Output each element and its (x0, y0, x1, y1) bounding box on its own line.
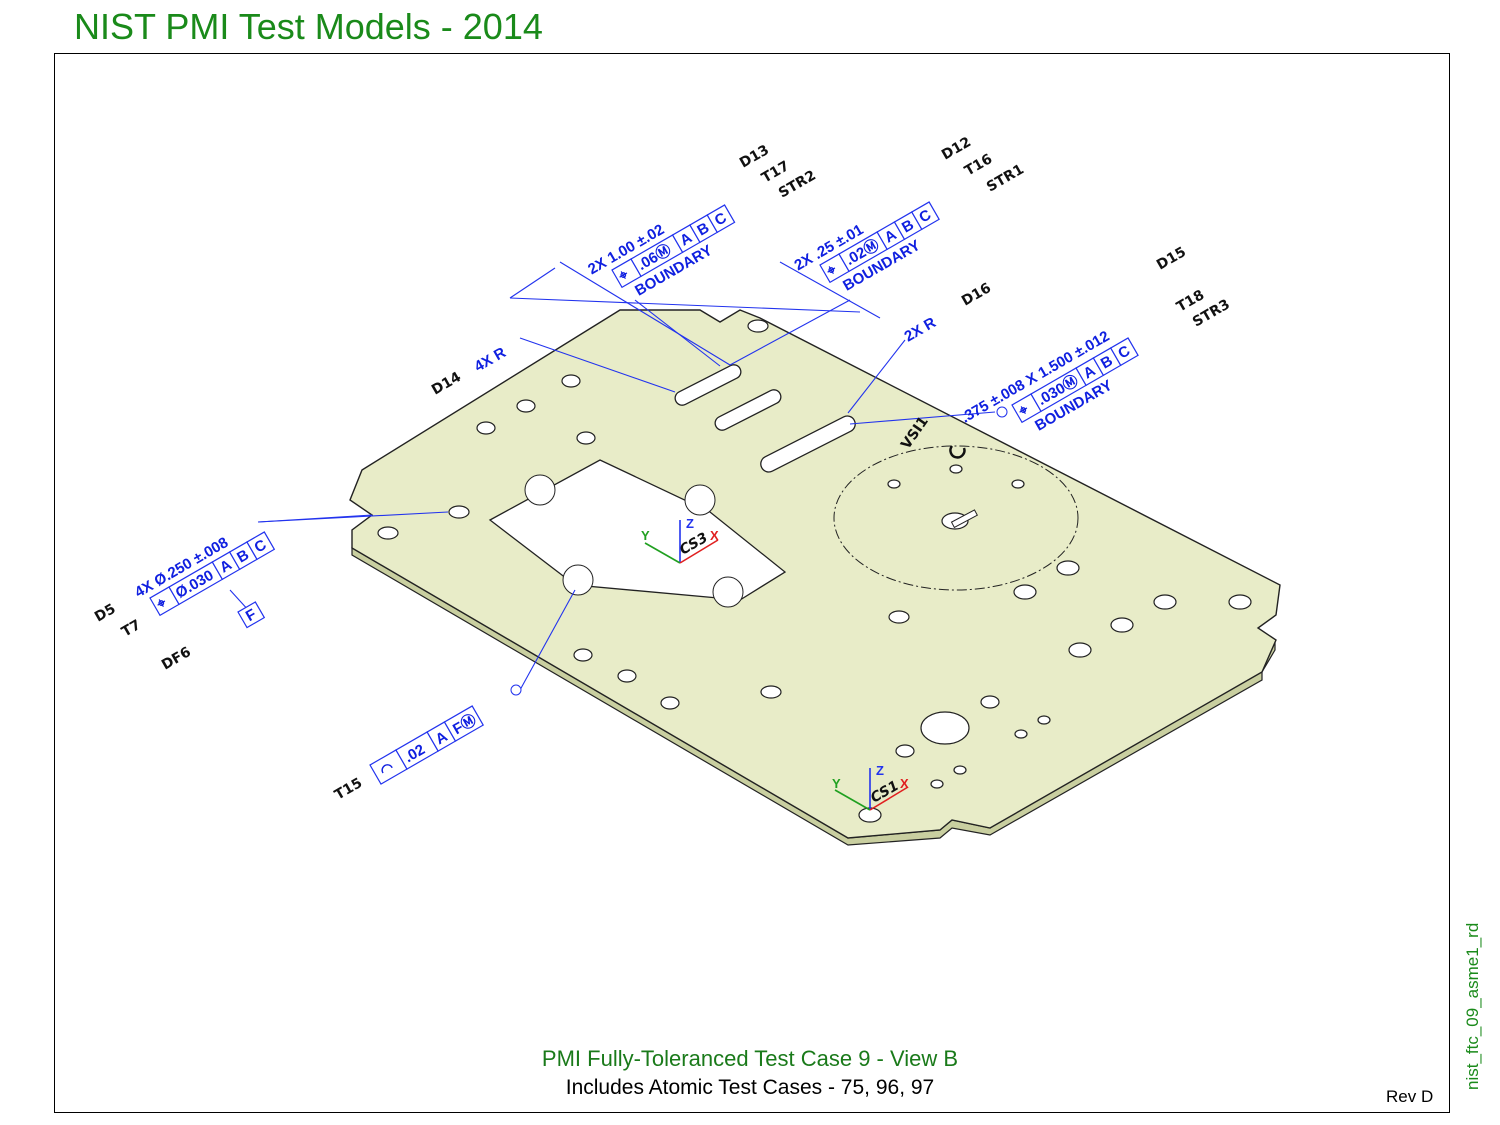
label-d14: D14 (429, 369, 464, 399)
bolt-circle (833, 445, 1079, 591)
hole (858, 807, 882, 823)
hole (1110, 617, 1134, 633)
hole (920, 711, 970, 745)
hole (573, 648, 593, 662)
plate-top (349, 309, 1281, 839)
caption-line1: PMI Fully-Toleranced Test Case 9 - View … (0, 1046, 1500, 1072)
datum-f: F (237, 601, 266, 629)
hole (476, 421, 496, 435)
axis-z-label: Z (686, 516, 694, 531)
rotation-arrow-icon (949, 445, 966, 459)
slot (674, 364, 742, 406)
hole (576, 431, 596, 445)
label-d15: D15 (1154, 244, 1189, 273)
cutout-notch (712, 576, 744, 608)
drawing-id: nist_ftc_09_asme1_rd (1463, 922, 1482, 1090)
hole (949, 464, 963, 474)
caption: PMI Fully-Toleranced Test Case 9 - View … (0, 1046, 1500, 1100)
label-d5: D5 (92, 601, 119, 626)
hole (516, 399, 536, 413)
hole (1228, 594, 1252, 610)
hole (1068, 642, 1092, 658)
hole (617, 669, 637, 683)
fcf-t16: ⌖ .02Ⓜ A B C BOUNDARY 2X .25 ±.01 (791, 201, 940, 295)
cutout-notch (524, 474, 556, 506)
dim-d14: 4X R (472, 344, 510, 375)
slot (760, 415, 856, 473)
axis-y-label: Y (832, 776, 841, 791)
hole (888, 610, 910, 624)
hole (1014, 729, 1028, 739)
hole (980, 695, 1000, 709)
axis-z-label: Z (876, 763, 884, 778)
hole (448, 505, 470, 519)
hole (747, 319, 769, 333)
axis-x-label: X (900, 776, 909, 791)
label-t16: T16 (962, 151, 995, 179)
label-t7: T7 (119, 617, 144, 641)
page-title: NIST PMI Test Models - 2014 (74, 6, 543, 47)
hole (660, 696, 680, 710)
hole (760, 685, 782, 699)
fcf-t15: ◠ .02 A FⓂ (369, 705, 485, 785)
hole (953, 765, 967, 775)
hole (1153, 594, 1177, 610)
hole (887, 479, 901, 489)
hole (895, 744, 915, 758)
hole (930, 779, 944, 789)
caption-view: View B (890, 1046, 959, 1071)
dim-d16: 2X R (902, 314, 940, 345)
caption-test-case: PMI Fully-Toleranced Test Case 9 (541, 1046, 871, 1071)
keyway (950, 509, 978, 529)
hole (377, 526, 399, 540)
leaders (229, 261, 996, 691)
fcf-t17: ⌖ .06Ⓜ A B C BOUNDARY 2X 1.00 ±.02 (585, 204, 736, 300)
slot (714, 389, 782, 431)
hole (1011, 479, 1025, 489)
cutout-notch (562, 564, 594, 596)
caption-separator: - (870, 1046, 890, 1071)
hole (1037, 715, 1051, 725)
drawing-frame (54, 53, 1450, 1113)
label-t15: T15 (332, 775, 365, 803)
hole (1013, 584, 1037, 600)
revision-label: Rev D (1386, 1087, 1434, 1106)
cutout-notch (684, 484, 716, 516)
label-d12: D12 (939, 134, 974, 163)
axis-y-label: Y (641, 528, 650, 543)
label-d16: D16 (959, 280, 994, 309)
caption-line2: Includes Atomic Test Cases - 75, 96, 97 (565, 1076, 935, 1099)
axis-x-label: X (710, 528, 719, 543)
label-df6: DF6 (159, 644, 194, 673)
hole (561, 374, 581, 388)
hole (1056, 560, 1080, 576)
